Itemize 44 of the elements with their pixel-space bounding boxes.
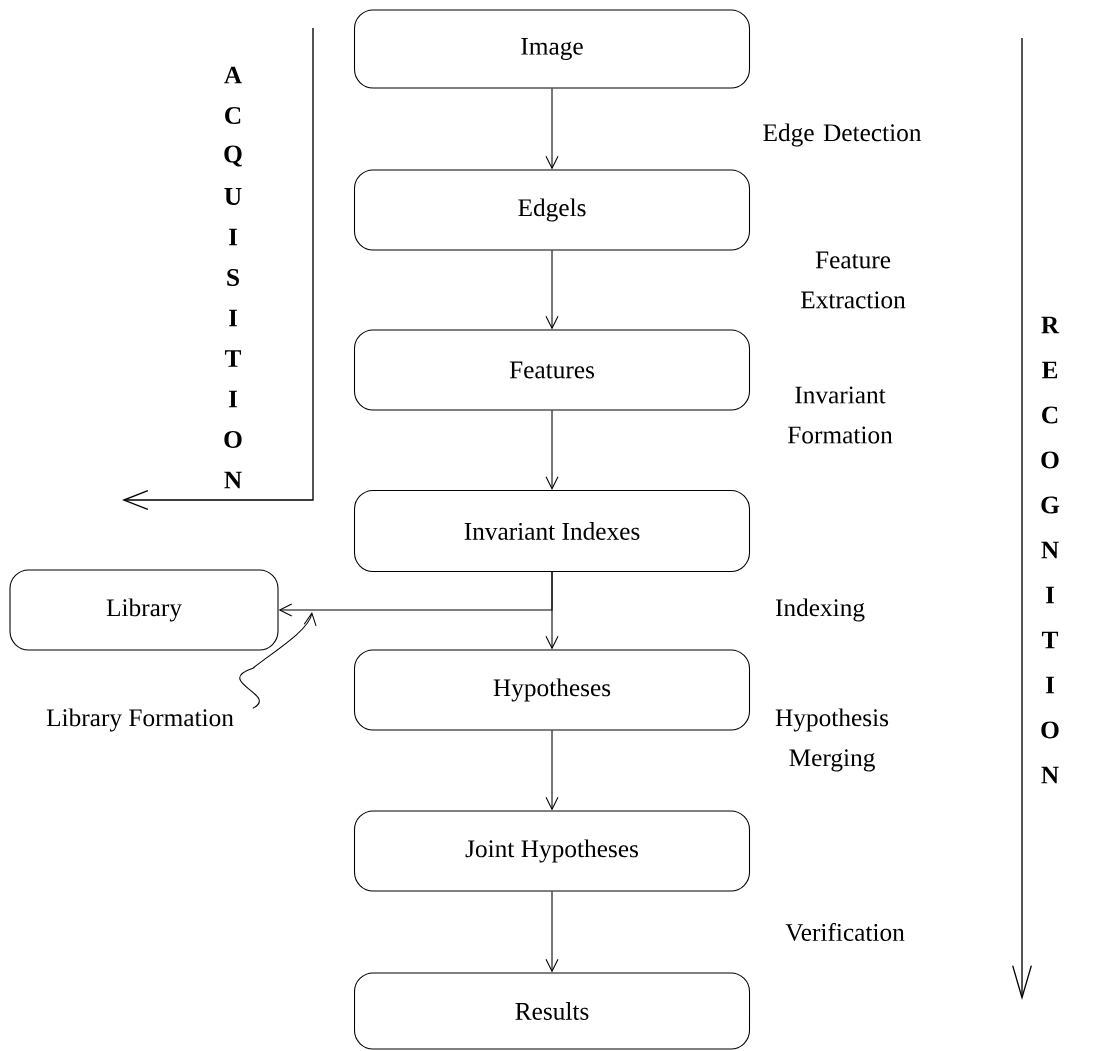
vertical-letter: T	[224, 350, 242, 367]
process-box: Results	[353, 972, 751, 1050]
vertical-letter: G	[1041, 496, 1060, 514]
process-box: Hypotheses	[353, 649, 751, 731]
arrow	[545, 891, 559, 973]
step-label: Invariant Formation	[787, 386, 893, 444]
vertical-letter: S	[227, 269, 239, 286]
vertical-letter: O	[224, 431, 242, 448]
process-box: Edgels	[353, 169, 751, 251]
arrow	[278, 571, 553, 617]
vertical-letter: I	[1045, 676, 1055, 694]
vertical-letter: N	[1041, 766, 1059, 784]
leader-line	[239, 612, 317, 709]
step-label: Indexing	[775, 598, 865, 622]
vertical-letter: C	[1042, 406, 1058, 424]
note-text: Library Formation	[46, 708, 234, 732]
vertical-letter: N	[224, 471, 242, 489]
arrow	[545, 250, 559, 330]
vertical-letter: E	[1042, 361, 1058, 379]
vertical-letter: O	[1041, 451, 1059, 469]
vertical-letter: I	[1045, 586, 1055, 604]
vertical-letter: I	[228, 390, 238, 408]
vertical-letter: N	[1041, 541, 1059, 559]
process-box: Library	[9, 569, 279, 651]
step-label: Feature Extraction	[801, 251, 906, 309]
step-label: Hypothesis Merging	[775, 708, 889, 772]
vertical-letter: I	[228, 228, 238, 246]
step-label: Verification	[785, 922, 905, 942]
arrow	[545, 410, 559, 490]
process-box: Image	[353, 9, 751, 89]
process-box: Joint Hypotheses	[353, 810, 751, 892]
vertical-letter: R	[1041, 316, 1060, 334]
step-label: Edge Detection	[763, 123, 922, 147]
process-box: Invariant Indexes	[353, 489, 751, 573]
vertical-letter: O	[1041, 721, 1059, 739]
vertical-letter: A	[224, 66, 242, 84]
vertical-letter: I	[228, 309, 238, 327]
arrow	[545, 730, 559, 811]
process-box: Features	[353, 329, 751, 411]
arrow	[545, 88, 559, 170]
vertical-letter: C	[225, 107, 241, 124]
vertical-letter: Q	[224, 145, 242, 167]
vertical-letter: T	[1041, 631, 1059, 649]
vertical-letter: U	[224, 188, 242, 205]
